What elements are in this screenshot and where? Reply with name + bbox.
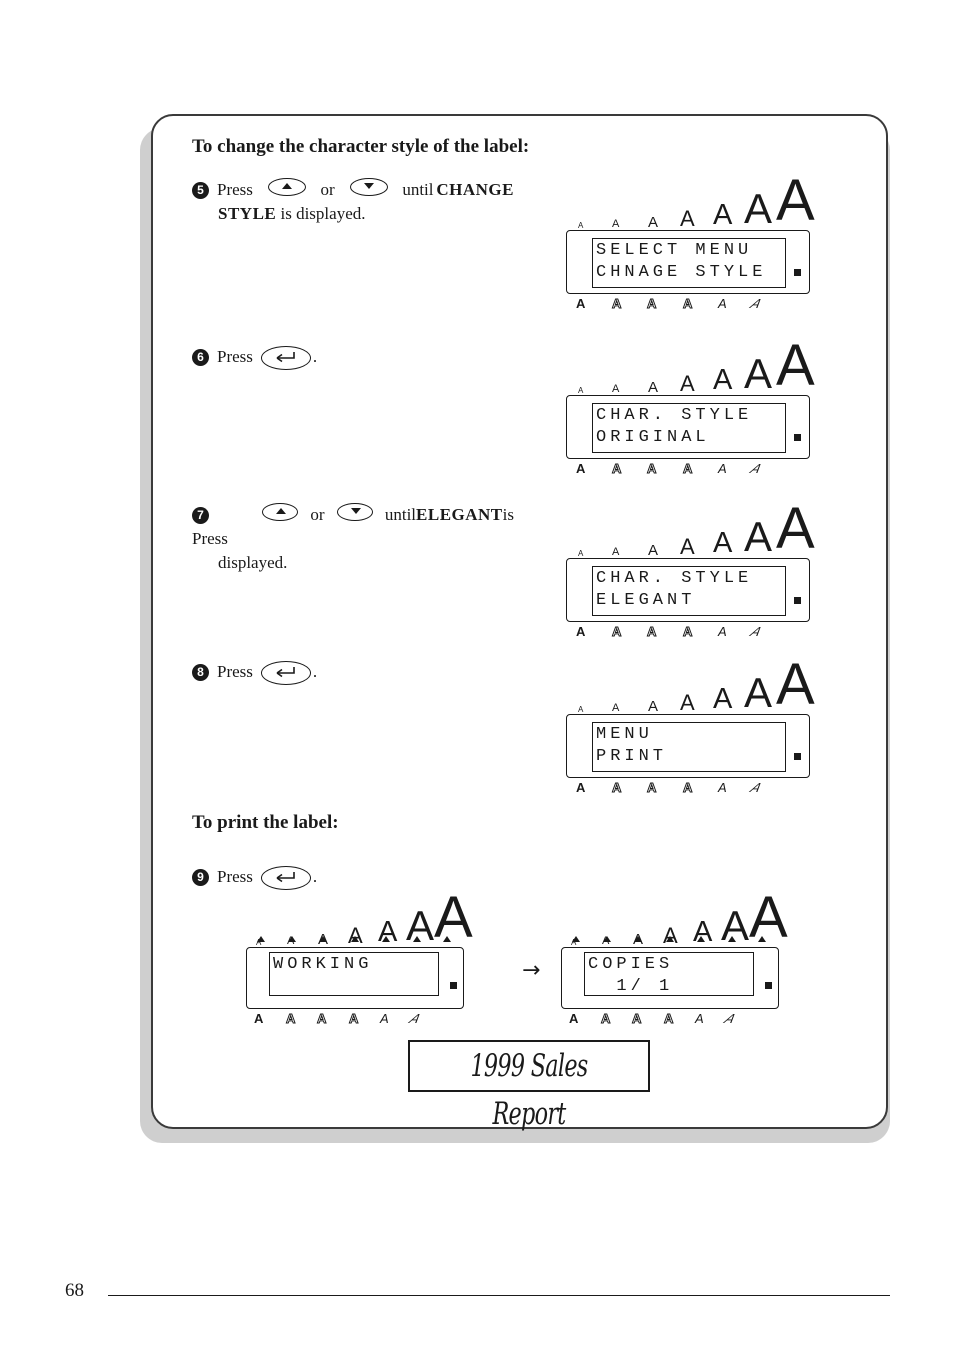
- enter-key-icon: [260, 346, 311, 371]
- step-7: 7Press or until ELEGANT is displayed.: [192, 503, 542, 575]
- lcd-line-1: CHAR. STYLE: [596, 406, 753, 425]
- lcd-display-copies: A A A A A A A COPIES 1/ 1 A A A A A A: [561, 889, 788, 1029]
- cursor-indicator: [794, 753, 801, 760]
- is-text: is: [502, 505, 514, 524]
- lcd-display-working: A A A A A A A WORKING A A A A A A: [246, 889, 473, 1029]
- lcd-line-2: CHNAGE STYLE: [596, 263, 767, 282]
- step-tail: displayed.: [218, 553, 288, 572]
- step-number: 8: [192, 664, 209, 681]
- arrow-indicator-row: [562, 936, 778, 946]
- keyword-change: CHANGE: [436, 180, 514, 199]
- step-number: 5: [192, 182, 209, 199]
- lcd-line-2: ELEGANT: [596, 591, 696, 610]
- lcd-line-1: MENU: [596, 725, 653, 744]
- down-arrow-key-icon: [336, 503, 373, 521]
- cursor-indicator: [794, 597, 801, 604]
- step-6: 6 Press.: [192, 345, 318, 371]
- up-arrow-key-icon: [267, 178, 306, 196]
- lcd-display-3: A A A A A A A CHAR. STYLE ELEGANT A A A …: [566, 500, 815, 642]
- style-indicator-row: A A A A A A: [576, 296, 766, 312]
- press-text: Press: [217, 662, 253, 681]
- size-indicator-row: A A A A A A A: [578, 168, 815, 233]
- lcd-line-1: SELECT MENU: [596, 241, 753, 260]
- lcd-line-1: WORKING: [273, 955, 373, 974]
- page-number: 68: [65, 1280, 84, 1301]
- cursor-indicator: [450, 982, 457, 989]
- lcd-line-1: CHAR. STYLE: [596, 569, 753, 588]
- step-number: 7: [192, 507, 209, 524]
- arrow-indicator-row: [247, 936, 463, 946]
- step-tail: .: [312, 347, 318, 366]
- lcd-display-1: A A A A A A A SELECT MENU CHNAGE STYLE A…: [566, 168, 815, 314]
- printed-label-sample: 1999 Sales Report: [408, 1040, 650, 1132]
- label-text: 1999 Sales Report: [470, 1048, 588, 1132]
- enter-key-icon: [260, 866, 311, 891]
- step-8: 8 Press.: [192, 660, 318, 686]
- lcd-display-2: A A A A A A A CHAR. STYLE ORIGINAL A A A…: [566, 337, 815, 479]
- section-heading-change-style: To change the character style of the lab…: [192, 136, 530, 157]
- lcd-line-2: 1/ 1: [588, 977, 674, 996]
- lcd-screen: COPIES 1/ 1: [561, 936, 779, 1009]
- or-text: or: [310, 505, 325, 524]
- press-text: Press: [217, 867, 253, 886]
- cursor-indicator: [765, 982, 772, 989]
- step-tail: is displayed.: [280, 204, 366, 223]
- lcd-screen: CHAR. STYLE ELEGANT: [566, 558, 810, 622]
- step-5: 5 Press or until CHANGE STYLE is displaye…: [192, 178, 542, 226]
- lcd-screen: MENU PRINT: [566, 714, 810, 778]
- step-number: 6: [192, 349, 209, 366]
- lcd-line-2: PRINT: [596, 747, 668, 766]
- lcd-line-2: ORIGINAL: [596, 428, 710, 447]
- press-text: Press: [217, 347, 253, 366]
- lcd-screen: CHAR. STYLE ORIGINAL: [566, 395, 810, 459]
- flow-arrow-icon: →: [522, 958, 541, 983]
- down-arrow-key-icon: [349, 178, 388, 196]
- step-tail: .: [312, 867, 318, 886]
- cursor-indicator: [794, 269, 801, 276]
- keyword-style: STYLE: [218, 204, 277, 223]
- step-tail: .: [312, 662, 318, 681]
- press-text: Press: [217, 180, 253, 199]
- lcd-display-4: A A A A A A A MENU PRINT A A A A A A: [566, 656, 815, 798]
- up-arrow-key-icon: [262, 503, 299, 521]
- keyword-elegant: ELEGANT: [416, 505, 503, 524]
- lcd-screen: SELECT MENU CHNAGE STYLE: [566, 230, 810, 294]
- until-text: until: [384, 505, 417, 524]
- press-text: Press: [192, 529, 228, 548]
- enter-key-icon: [260, 661, 311, 686]
- until-text: until: [402, 180, 434, 199]
- step-number: 9: [192, 869, 209, 886]
- lcd-screen: WORKING: [246, 936, 464, 1009]
- or-text: or: [320, 180, 335, 199]
- section-heading-print: To print the label:: [192, 812, 339, 833]
- footer-rule: [108, 1295, 890, 1296]
- step-9: 9 Press.: [192, 865, 318, 891]
- lcd-line-1: COPIES: [588, 955, 674, 974]
- cursor-indicator: [794, 434, 801, 441]
